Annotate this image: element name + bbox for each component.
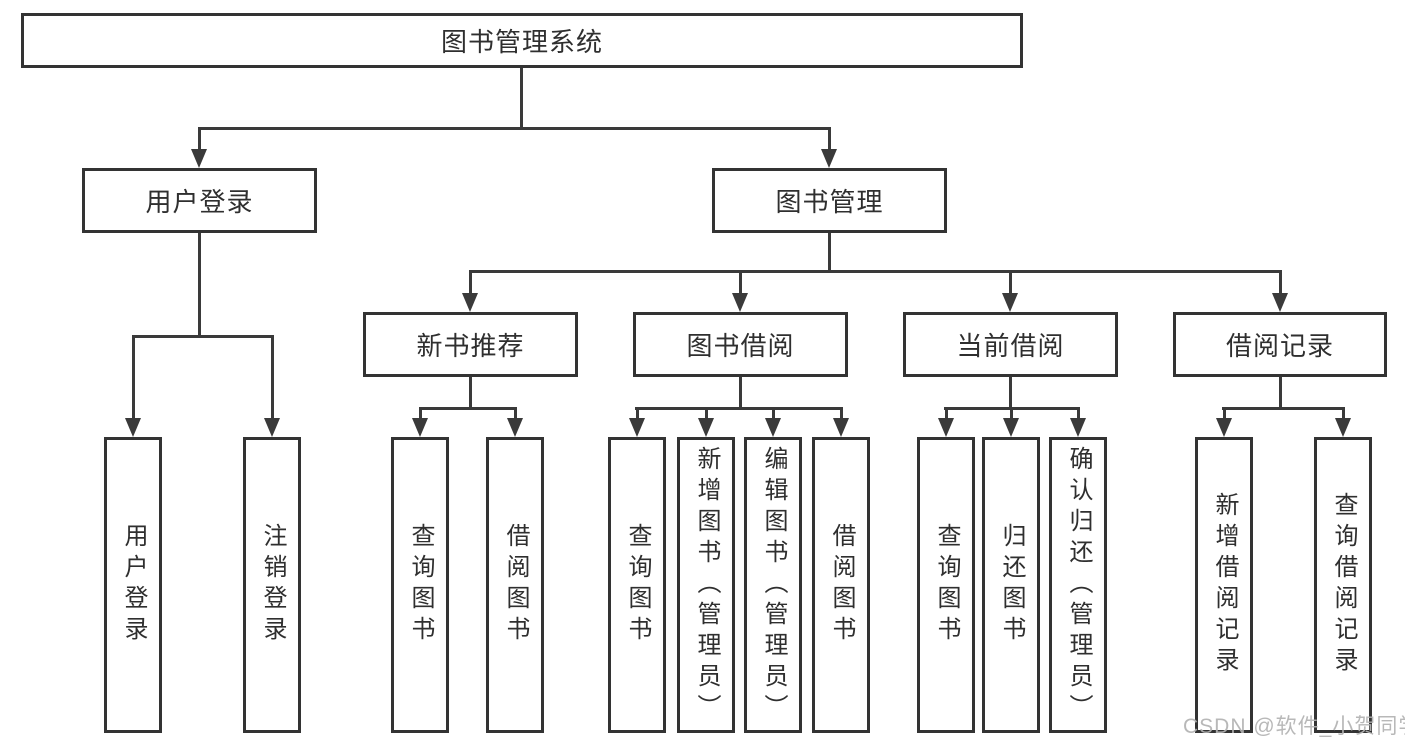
connector-line (132, 335, 274, 338)
arrow-down-icon (507, 418, 523, 437)
node-user-login: 用户登录 (82, 168, 317, 233)
leaf-query-books-current: 查询图书 (917, 437, 975, 733)
connector-line (772, 407, 775, 421)
connector-line (271, 335, 274, 421)
leaf-user-login: 用户登录 (104, 437, 162, 733)
connector-line (945, 407, 948, 421)
arrow-down-icon (765, 418, 781, 437)
leaf-logout: 注销登录 (243, 437, 301, 733)
connector-line (198, 127, 831, 130)
node-borrowing-records: 借阅记录 (1173, 312, 1387, 377)
leaf-return-books: 归还图书 (982, 437, 1040, 733)
arrow-down-icon (1272, 293, 1288, 312)
leaf-confirm-return-admin: 确认归还（管理员） (1049, 437, 1107, 733)
connector-line (132, 335, 135, 421)
leaf-query-borrow-record: 查询借阅记录 (1314, 437, 1372, 733)
leaf-add-borrow-record: 新增借阅记录 (1195, 437, 1253, 733)
leaf-add-books-admin: 新增图书（管理员） (677, 437, 735, 733)
leaf-edit-books-admin: 编辑图书（管理员） (744, 437, 802, 733)
connector-line (739, 270, 742, 296)
connector-line (469, 377, 472, 409)
arrow-down-icon (732, 293, 748, 312)
connector-line (419, 407, 517, 410)
connector-line (739, 377, 742, 409)
arrow-down-icon (821, 149, 837, 168)
arrow-down-icon (412, 418, 428, 437)
node-book-management: 图书管理 (712, 168, 947, 233)
connector-line (840, 407, 843, 421)
connector-line (419, 407, 422, 421)
arrow-down-icon (1216, 418, 1232, 437)
leaf-query-books-borrowing: 查询图书 (608, 437, 666, 733)
connector-line (1342, 407, 1345, 421)
arrow-down-icon (698, 418, 714, 437)
connector-line (1009, 377, 1012, 409)
node-root: 图书管理系统 (21, 13, 1023, 68)
node-current-borrowing: 当前借阅 (903, 312, 1118, 377)
csdn-watermark: CSDN @软件_小贺同学 (1183, 715, 1405, 738)
arrow-down-icon (462, 293, 478, 312)
connector-line (636, 407, 639, 421)
connector-line (1009, 270, 1012, 296)
arrow-down-icon (1002, 293, 1018, 312)
arrow-down-icon (1070, 418, 1086, 437)
connector-line (1222, 407, 1345, 410)
connector-line (1223, 407, 1226, 421)
connector-line (469, 270, 472, 296)
leaf-borrow-books-borrowing: 借阅图书 (812, 437, 870, 733)
connector-line (1279, 377, 1282, 409)
connector-line (828, 233, 831, 272)
connector-line (828, 127, 831, 152)
arrow-down-icon (264, 418, 280, 437)
arrow-down-icon (1335, 418, 1351, 437)
connector-line (635, 407, 843, 410)
arrow-down-icon (125, 418, 141, 437)
arrow-down-icon (1003, 418, 1019, 437)
node-book-borrowing: 图书借阅 (633, 312, 848, 377)
connector-line (198, 127, 201, 152)
node-new-book-recommend: 新书推荐 (363, 312, 578, 377)
connector-line (469, 270, 1281, 273)
arrow-down-icon (938, 418, 954, 437)
connector-line (1077, 407, 1080, 421)
arrow-down-icon (629, 418, 645, 437)
leaf-borrow-books-recommend: 借阅图书 (486, 437, 544, 733)
connector-line (514, 407, 517, 421)
connector-line (520, 68, 523, 130)
arrow-down-icon (833, 418, 849, 437)
connector-line (1279, 270, 1282, 296)
connector-line (1010, 407, 1013, 421)
connector-line (705, 407, 708, 421)
leaf-query-books-recommend: 查询图书 (391, 437, 449, 733)
connector-line (198, 233, 201, 337)
arrow-down-icon (191, 149, 207, 168)
